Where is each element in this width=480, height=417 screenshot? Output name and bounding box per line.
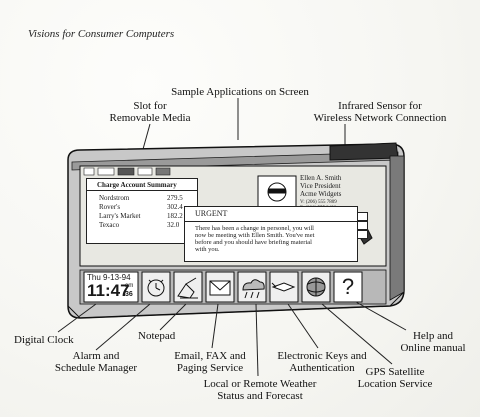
leader-keys [287, 303, 319, 349]
help-question-icon: ? [341, 274, 355, 299]
charge-row-amount: 182.2 [167, 212, 183, 220]
callout-infrared-line2: Wireless Network Connection [313, 112, 447, 124]
page-title: Visions for Consumer Computers [28, 28, 175, 40]
charge-row-amount: 32.0 [167, 221, 180, 229]
callout-email-line2: Paging Service [176, 362, 244, 374]
callout-slot-line1: Slot for [133, 100, 167, 112]
device-side [389, 155, 405, 301]
charge-row-amount: 279.5 [167, 194, 183, 202]
infrared-sensor [329, 142, 399, 161]
notepad-button[interactable] [173, 271, 203, 303]
clock-box [83, 271, 139, 303]
callout-email-line1: Email, FAX and [174, 350, 246, 362]
leader-help [355, 301, 407, 331]
charge-row-name: Larry's Market [99, 212, 141, 220]
leader-notepad [159, 303, 187, 331]
callout-weather-line2: Status and Forecast [217, 390, 303, 402]
tab-icon-2 [97, 167, 115, 176]
callout-infrared-line1: Infrared Sensor for [338, 100, 422, 112]
callout-digital-clock: Digital Clock [14, 334, 74, 346]
tab-icon-5 [155, 167, 171, 176]
electronic-key-icon [271, 282, 296, 292]
clock-seconds: 36 [125, 291, 133, 298]
contact-title: Vice President [300, 182, 341, 190]
globe-icon [306, 277, 326, 297]
callout-alarm-line2: Schedule Manager [54, 362, 138, 374]
charge-row-name: Rover's [99, 203, 121, 211]
urgent-body-line: with you. [195, 246, 220, 253]
leader-alarm [95, 303, 151, 351]
leader-email [211, 303, 219, 349]
tab-icon-4 [137, 167, 153, 176]
callout-weather-line1: Local or Remote Weather [203, 378, 317, 390]
contact-name: Ellen A. Smith [300, 174, 342, 182]
callout-help-line2: Online manual [400, 342, 466, 354]
callout-notepad: Notepad [138, 330, 176, 342]
callout-gps-line1: GPS Satellite [365, 366, 425, 378]
callout-keys-line2: Authentication [289, 362, 355, 374]
alarm-clock-icon [147, 279, 165, 297]
callout-keys-line1: Electronic Keys and [277, 350, 367, 362]
callout-sample-applications: Sample Applications on Screen [171, 86, 309, 98]
envelope-icon [209, 280, 231, 296]
leader-weather [255, 303, 259, 377]
urgent-body-line: now be meeting with Ellen Smith. You've … [195, 232, 315, 239]
charge-account-window[interactable]: Charge Account Summary Nordstrom 279.5 R… [86, 178, 198, 244]
callout-alarm-line1: Alarm and [72, 350, 120, 362]
charge-window-title: Charge Account Summary [97, 181, 177, 189]
urgent-body-line: There has been a change in personel, you… [195, 225, 314, 232]
clock-ampm: am [125, 283, 134, 289]
urgent-body-line: before and you should have briefing mate… [195, 239, 312, 246]
callout-help-line1: Help and [412, 330, 453, 342]
tab-icon-3 [117, 167, 135, 176]
weather-cloud-icon [242, 279, 265, 299]
clock-date: Thu 9-13-94 [87, 273, 131, 282]
charge-row-name: Texaco [99, 221, 120, 229]
notepad-hand-icon [177, 277, 198, 299]
urgent-title: URGENT [195, 209, 228, 218]
contact-company: Acme Widgets [300, 190, 342, 198]
charge-row-name: Nordstrom [99, 194, 130, 202]
tab-icon-1 [83, 167, 95, 176]
callout-slot-line2: Removable Media [109, 112, 191, 124]
callout-gps-line2: Location Service [357, 378, 433, 390]
clock-time: 11:47 [87, 281, 130, 300]
leader-digital-clock [57, 303, 97, 333]
urgent-window[interactable]: URGENT There has been a change in person… [184, 206, 358, 262]
charge-row-amount: 302.4 [167, 203, 183, 211]
contact-phone: V: (206) 555 7809 [300, 200, 337, 205]
help-button[interactable] [333, 271, 363, 303]
leader-gps [321, 303, 393, 365]
